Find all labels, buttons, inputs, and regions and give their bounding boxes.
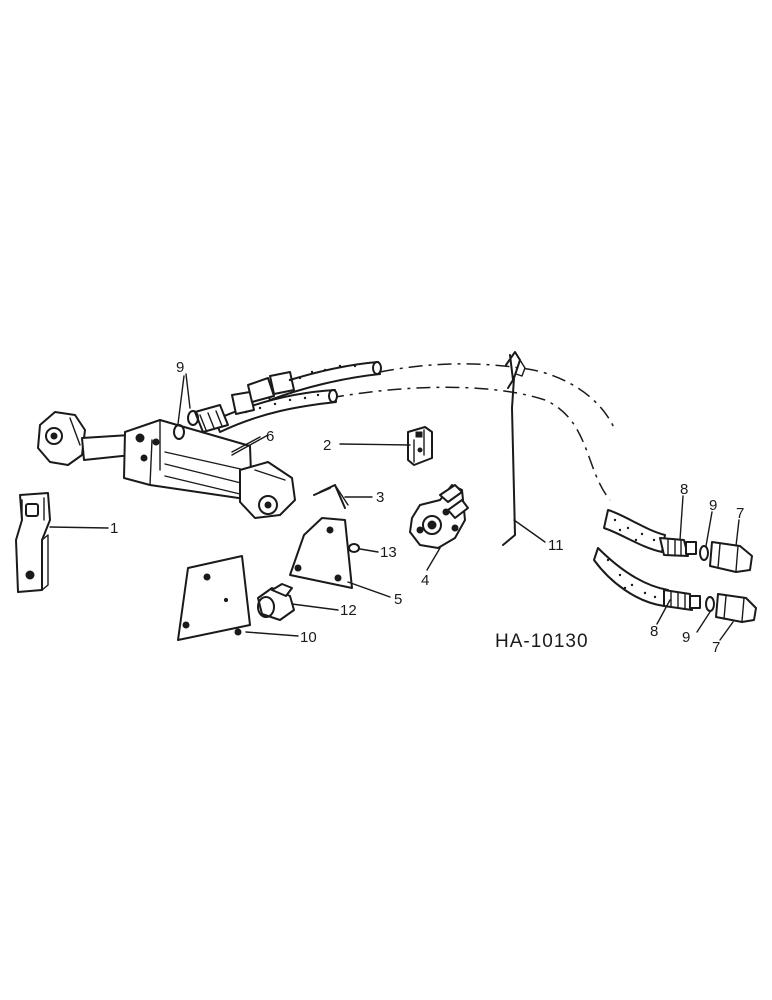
part-5-plate bbox=[289, 517, 353, 589]
callout-3: 3 bbox=[376, 489, 384, 506]
callout-5: 5 bbox=[394, 591, 402, 608]
part-11-support-rod bbox=[502, 351, 526, 546]
callout-6: 6 bbox=[266, 428, 274, 445]
hose-route-lines bbox=[329, 363, 616, 501]
part-10-plate bbox=[177, 555, 251, 641]
callout-7-lower: 7 bbox=[712, 639, 720, 656]
right-hoses bbox=[593, 509, 757, 623]
callout-8-lower: 8 bbox=[650, 623, 658, 640]
part-2-clip bbox=[407, 426, 433, 466]
callout-1: 1 bbox=[110, 520, 118, 537]
part-12-bushing bbox=[257, 583, 295, 621]
callout-9-upper: 9 bbox=[709, 497, 717, 514]
callout-9-lower: 9 bbox=[682, 629, 690, 646]
callout-4: 4 bbox=[421, 572, 429, 589]
callout-9-left: 9 bbox=[176, 359, 184, 376]
part-13-ring bbox=[348, 543, 360, 553]
drawing-code: HA-10130 bbox=[495, 631, 589, 652]
callout-10: 10 bbox=[300, 629, 317, 646]
part-6-hydraulic-cylinder bbox=[37, 411, 296, 519]
callout-7-upper: 7 bbox=[736, 505, 744, 522]
callout-12: 12 bbox=[340, 602, 357, 619]
callout-11: 11 bbox=[548, 537, 564, 554]
upper-hoses bbox=[173, 361, 382, 440]
callout-labels: 1 2 3 4 5 6 7 7 8 8 9 9 9 10 11 12 13 bbox=[110, 359, 744, 656]
leader-lines bbox=[49, 373, 740, 641]
callout-8-upper: 8 bbox=[680, 481, 688, 498]
part-1-bracket bbox=[15, 492, 51, 593]
part-3-pin bbox=[313, 484, 349, 509]
callout-2: 2 bbox=[323, 437, 331, 454]
part-4-valve-bracket bbox=[409, 484, 469, 549]
callout-13: 13 bbox=[380, 544, 397, 561]
